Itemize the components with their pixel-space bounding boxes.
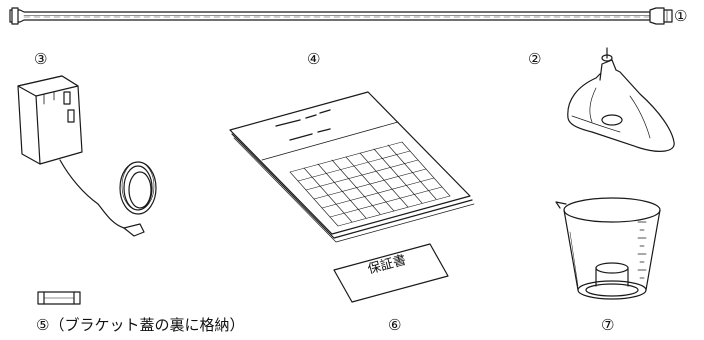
ac-adapter-part: [17, 75, 157, 237]
manual-grid: [289, 141, 451, 227]
label-item-2: ②: [528, 50, 542, 68]
label-item-1: ①: [674, 7, 688, 25]
label-item-4: ④: [307, 50, 321, 68]
cup-scale-marks: [637, 221, 647, 279]
warranty-card-part: [333, 243, 449, 303]
label-item-5: ⑤（ブラケット蓋の裏に格納）: [36, 316, 245, 334]
label-item-6: ⑥: [388, 316, 402, 334]
small-part: [37, 291, 81, 305]
measuring-cup-part: [555, 197, 661, 300]
label-item-7: ⑦: [601, 316, 615, 334]
label-item-3: ③: [34, 50, 48, 68]
rod-part: [9, 7, 673, 25]
manual-part: [229, 91, 475, 243]
stand-part: [567, 47, 675, 152]
